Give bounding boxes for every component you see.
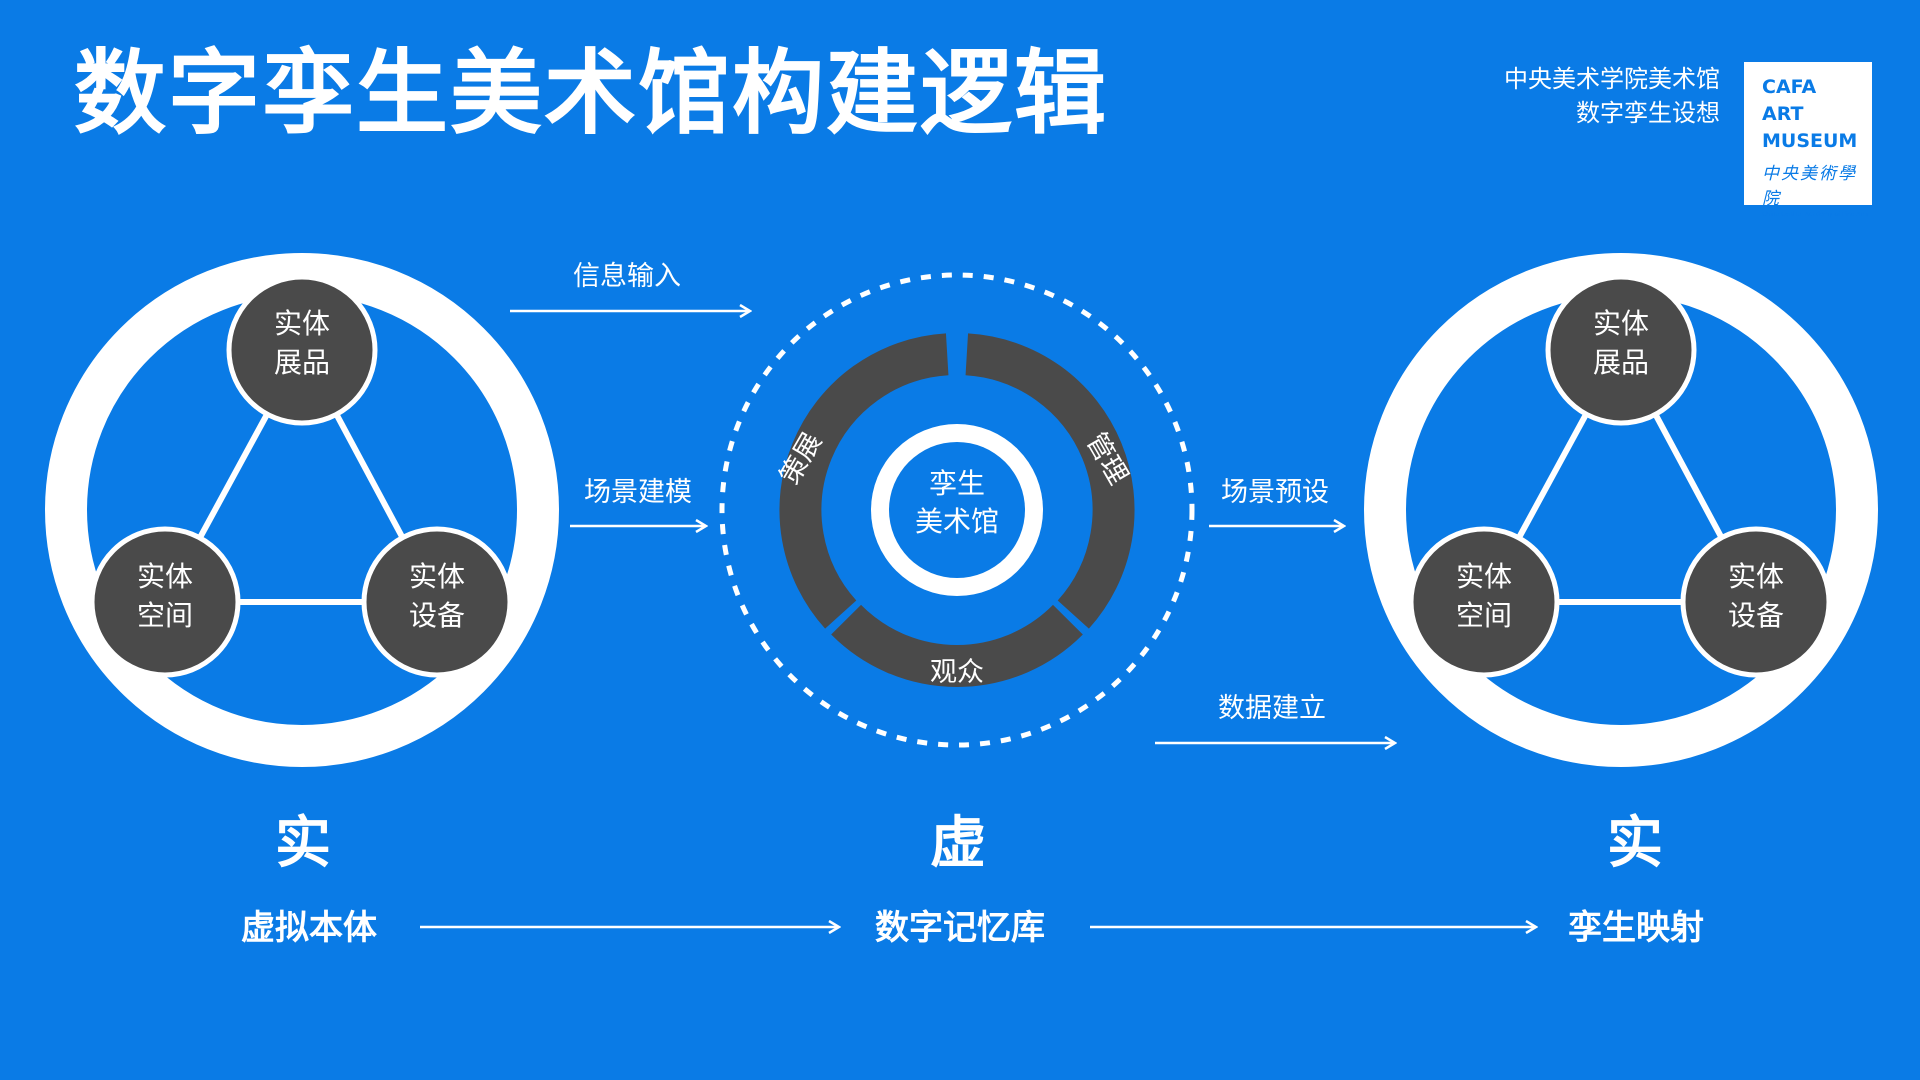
header-subtitle: 中央美术学院美术馆 数字孪生设想 [1504, 62, 1720, 130]
logo-english: China Central Academy of Fine Arts [1762, 211, 1869, 218]
left-real-char: 实 [275, 811, 331, 876]
cafa-logo: CAFA ART MUSEUM 中央美術學院 China Central Aca… [1744, 62, 1872, 218]
right-node-space-l1: 实体 [1456, 560, 1512, 593]
core-ring-inner [889, 442, 1025, 578]
segment-audience [831, 604, 1083, 687]
arrow-scene-model-label: 场景建模 [584, 477, 692, 508]
logo-line-3: MUSEUM [1762, 130, 1858, 152]
segment-audience-label: 观众 [930, 657, 984, 688]
right-node-space [1408, 526, 1560, 678]
right-node-exhibits-l1: 实体 [1593, 307, 1649, 340]
center-twin-museum: 孪生 美术馆 策展 管理 观众 [719, 272, 1195, 748]
right-node-equipment-l1: 实体 [1728, 560, 1784, 593]
left-outer-ring [45, 253, 559, 767]
right-node-equipment [1680, 526, 1832, 678]
header-line-1: 中央美术学院美术馆 [1504, 65, 1720, 93]
center-virtual-char: 虚 [930, 811, 986, 876]
logo-line-1: CAFA [1762, 76, 1817, 98]
core-label-l2: 美术馆 [915, 505, 999, 538]
segment-curate [779, 333, 949, 629]
left-node-space-l2: 空间 [137, 599, 193, 632]
left-node-exhibits [226, 274, 378, 426]
right-node-exhibits-l2: 展品 [1593, 346, 1649, 379]
left-node-equipment [361, 526, 513, 678]
right-real-char: 实 [1607, 811, 1663, 876]
left-node-exhibits-l1: 实体 [274, 307, 330, 340]
left-node-equipment-l1: 实体 [409, 560, 465, 593]
page-title: 数字孪生美术馆构建逻辑 [74, 40, 1109, 147]
arrow-data-build-label: 数据建立 [1218, 693, 1326, 724]
left-node-space [89, 526, 241, 678]
center-dashed-ring [719, 272, 1195, 748]
right-outer-ring [1364, 253, 1878, 767]
left-node-exhibits-l2: 展品 [274, 346, 330, 379]
flow-arrows: 信息输入 场景建模 场景预设 数据建立 [420, 261, 1536, 927]
left-entity-ring: 实体 展品 实体 空间 实体 设备 [45, 253, 559, 767]
left-bottom-label: 虚拟本体 [241, 908, 377, 948]
core-label-l1: 孪生 [929, 467, 985, 500]
arrow-info-input-label: 信息输入 [573, 261, 681, 292]
right-node-space-l2: 空间 [1456, 599, 1512, 632]
logo-chinese: 中央美術學院 [1762, 164, 1857, 209]
logo-line-2: ART [1762, 103, 1804, 125]
left-node-space-l1: 实体 [137, 560, 193, 593]
center-bottom-label: 数字记忆库 [875, 908, 1045, 948]
right-node-exhibits [1545, 274, 1697, 426]
arrow-scene-preset-label: 场景预设 [1221, 477, 1329, 508]
header-line-2: 数字孪生设想 [1576, 99, 1720, 127]
right-node-equipment-l2: 设备 [1728, 599, 1784, 632]
right-entity-ring: 实体 展品 实体 空间 实体 设备 [1364, 253, 1878, 767]
bottom-labels: 实 虚 实 虚拟本体 数字记忆库 孪生映射 [241, 811, 1704, 948]
left-node-equipment-l2: 设备 [409, 599, 465, 632]
right-bottom-label: 孪生映射 [1568, 908, 1704, 948]
segment-manage [965, 333, 1135, 629]
